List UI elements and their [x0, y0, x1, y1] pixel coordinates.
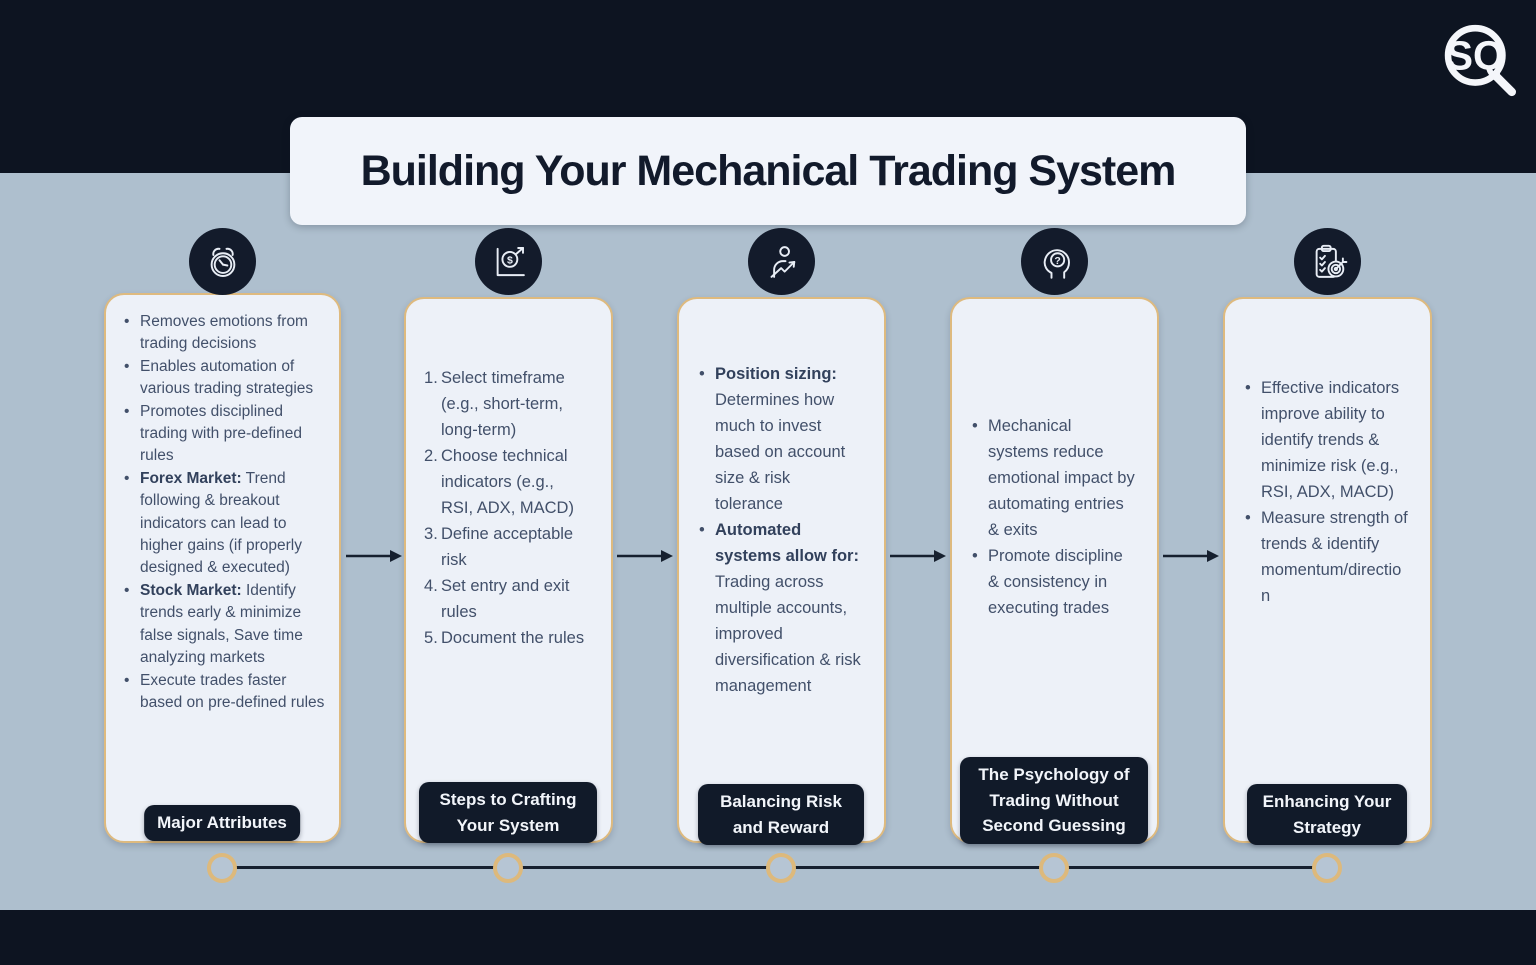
- svg-text:?: ?: [1054, 254, 1060, 266]
- list-item: Set entry and exit rules: [424, 573, 570, 621]
- card-bullet-list: Mechanical systems reduce emotional impa…: [970, 413, 1135, 621]
- logo-letter: SQ: [1446, 33, 1504, 78]
- card-bullet-list: Removes emotions from trading decisions …: [122, 311, 325, 714]
- card-bullet-list: Position sizing: Determines how much to …: [697, 361, 862, 699]
- page-title: Building Your Mechanical Trading System: [360, 146, 1177, 195]
- card-label-major-attributes: Major Attributes: [144, 805, 300, 841]
- list-item: Define acceptable risk: [424, 521, 574, 569]
- list-item: Forex Market: Trend following & breakout…: [122, 468, 325, 580]
- person-rising-arrow-icon: [748, 228, 815, 295]
- sq-monogram-icon: SQ: [1444, 24, 1517, 97]
- title-banner: Building Your Mechanical Trading System: [290, 117, 1246, 225]
- list-item: Promote discipline & consistency in exec…: [970, 543, 1135, 621]
- card-balancing-risk: Position sizing: Determines how much to …: [677, 297, 886, 843]
- right-arrow-icon: [346, 550, 402, 562]
- list-item: Promotes disciplined trading with pre-de…: [122, 401, 325, 468]
- right-arrow-icon: [890, 550, 946, 562]
- card-numbered-list: Select timeframe (e.g., short-term, long…: [424, 365, 589, 651]
- card-enhancing-strategy: Effective indicators improve ability to …: [1223, 297, 1432, 843]
- list-item: Effective indicators improve ability to …: [1243, 375, 1408, 505]
- timeline-node: [207, 853, 237, 883]
- card-label-psychology: The Psychology of Trading Without Second…: [960, 757, 1148, 844]
- brand-logo: SQ: [1434, 16, 1524, 106]
- timeline-node: [493, 853, 523, 883]
- list-item: Automated systems allow for: Trading acr…: [697, 517, 862, 699]
- list-item: Document the rules: [424, 625, 585, 651]
- alarm-clock-icon: [189, 228, 256, 295]
- list-item: Enables automation of various trading st…: [122, 356, 325, 401]
- list-item: Measure strength of trends & identify mo…: [1243, 505, 1408, 609]
- list-item: Select timeframe (e.g., short-term, long…: [424, 365, 565, 439]
- growth-chart-dollar-icon: $: [475, 228, 542, 295]
- timeline-node: [1039, 853, 1069, 883]
- svg-text:$: $: [506, 254, 512, 266]
- timeline-node: [766, 853, 796, 883]
- card-steps-to-crafting: Select timeframe (e.g., short-term, long…: [404, 297, 613, 843]
- card-label-balancing-risk: Balancing Risk and Reward: [698, 784, 864, 845]
- bottom-band: [0, 910, 1536, 965]
- right-arrow-icon: [1163, 550, 1219, 562]
- list-item: Removes emotions from trading decisions: [122, 311, 325, 356]
- clipboard-target-icon: [1294, 228, 1361, 295]
- card-bullet-list: Effective indicators improve ability to …: [1243, 375, 1408, 609]
- card-major-attributes: Removes emotions from trading decisions …: [104, 293, 341, 843]
- list-item: Stock Market: Identify trends early & mi…: [122, 580, 325, 670]
- list-item: Execute trades faster based on pre-defin…: [122, 670, 325, 715]
- card-label-steps: Steps to Crafting Your System: [419, 782, 597, 843]
- list-item: Choose technical indicators (e.g., RSI, …: [424, 443, 574, 517]
- timeline-node: [1312, 853, 1342, 883]
- card-label-enhancing-strategy: Enhancing Your Strategy: [1247, 784, 1407, 845]
- list-item: Position sizing: Determines how much to …: [697, 361, 862, 517]
- right-arrow-icon: [617, 550, 673, 562]
- head-question-mark-icon: ?: [1021, 228, 1088, 295]
- list-item: Mechanical systems reduce emotional impa…: [970, 413, 1135, 543]
